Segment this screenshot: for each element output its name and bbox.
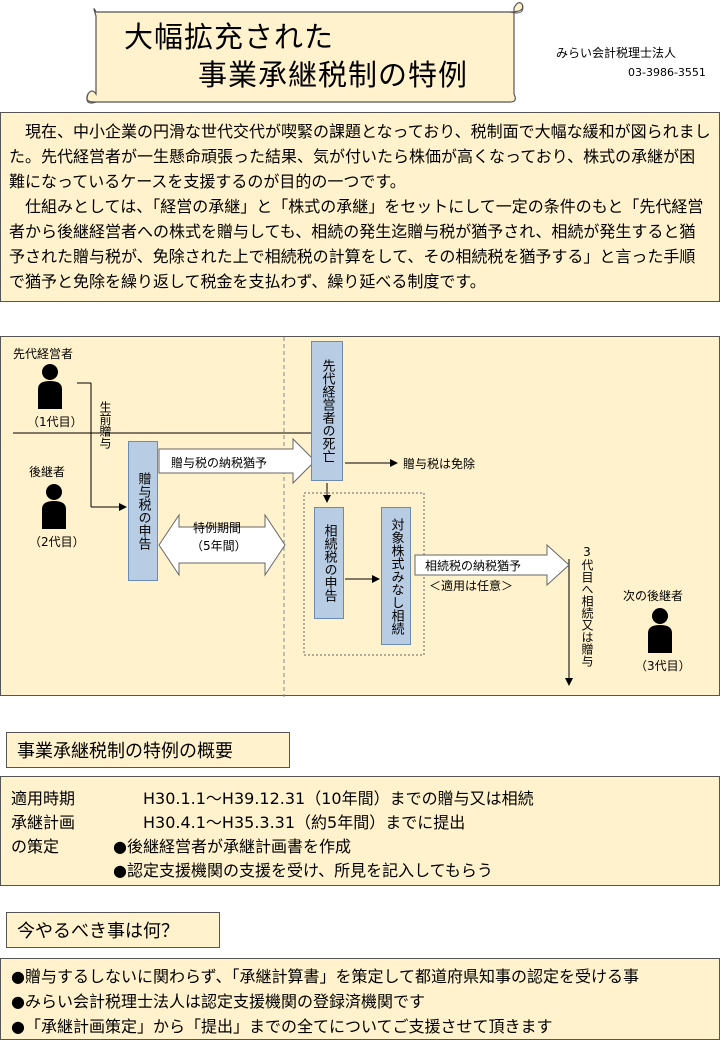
summary-value-period: H30.1.1～H39.12.31（10年間）までの贈与又は相続 xyxy=(143,789,534,808)
summary-label-period: 適用時期 xyxy=(11,789,76,808)
todo-box: ●贈与するしないに関わらず、「承継計算書」を策定して都道府県知事の認定を受ける事… xyxy=(0,958,720,1040)
firm-name: みらい会計税理士法人 xyxy=(556,46,677,60)
todo-heading: 今やるべき事は何？ xyxy=(17,921,179,942)
title-line2: 事業承継税制の特例 xyxy=(198,58,469,92)
todo-item: ●贈与するしないに関わらず、「承継計算書」を策定して都道府県知事の認定を受ける事 xyxy=(11,967,640,986)
next-successor-gen: （3代目） xyxy=(635,659,691,673)
summary-label-plan: 承継計画 xyxy=(11,813,76,832)
predecessor-person-icon xyxy=(38,364,62,409)
predecessor-gen: （1代目） xyxy=(27,415,83,429)
title-line1: 大幅拡充された xyxy=(124,20,335,54)
summary-value-plan-document: ●後継経営者が承継計画書を作成 xyxy=(113,837,351,856)
lifetime-gift-label: 生前贈与 xyxy=(98,401,112,449)
summary-value-plan: H30.4.1～H35.3.31（約5年間）までに提出 xyxy=(143,813,466,832)
todo-heading-scroll: 今やるべき事は何？ xyxy=(6,912,220,948)
gift-tax-deferral-label: 贈与税の納税猶予 xyxy=(171,456,268,470)
intro-paragraph-1: 現在、中小企業の円滑な世代交代が喫緊の課題となっており、税制面で大幅な緩和が図ら… xyxy=(9,122,711,191)
gift-tax-return-box: 贈与税の申告 xyxy=(128,441,158,581)
intro-paragraph-2: 仕組みとしては、「経営の承継」と「株式の承継」をセットにして一定の条件のもと「先… xyxy=(9,197,704,291)
todo-item: ●「承継計画策定」から「提出」までの全てについてご支援させて頂きます xyxy=(11,1017,553,1036)
optional-note: ＜適用は任意＞ xyxy=(429,579,514,593)
third-gen-path-label: 3代目へ相続又は贈与 xyxy=(580,545,594,667)
phone-number: 03-3986-3551 xyxy=(628,66,706,79)
summary-heading-scroll: 事業承継税制の特例の概要 xyxy=(6,732,290,768)
summary-value-support: ●認定支援機関の支援を受け、所見を記入してもらう xyxy=(113,861,493,880)
special-period-years: （5年間） xyxy=(191,539,247,553)
flow-lines xyxy=(13,337,573,697)
todo-item: ●みらい会計税理士法人は認定支援機関の登録済機関です xyxy=(11,992,425,1011)
successor-person-icon xyxy=(42,484,66,529)
successor-label: 後継者 xyxy=(29,465,66,479)
summary-heading: 事業承継税制の特例の概要 xyxy=(17,741,233,762)
title-scroll xyxy=(86,2,524,104)
inheritance-tax-deferral-label: 相続税の納税猶予 xyxy=(425,559,522,573)
inheritance-tax-return-box: 相続税の申告 xyxy=(314,507,344,619)
flow-diagram: 先代経営者 （1代目） 生前贈与 後継者 （2代目） 贈与税の申告 贈与税の納税… xyxy=(0,336,720,697)
summary-box: 適用時期 H30.1.1～H39.12.31（10年間）までの贈与又は相続 承継… xyxy=(0,776,720,886)
next-successor-label: 次の後継者 xyxy=(623,589,684,603)
intro-box: 現在、中小企業の円滑な世代交代が喫緊の課題となっており、税制面で大幅な緩和が図ら… xyxy=(0,112,720,302)
predecessor-death-box: 先代経営者の死亡 xyxy=(311,341,343,481)
successor-gen: （2代目） xyxy=(29,535,85,549)
next-successor-person-icon xyxy=(648,608,672,653)
deemed-inheritance-box: 対象株式みなし相続 xyxy=(381,507,411,645)
special-period-label: 特例期間 xyxy=(193,521,242,535)
gift-tax-exempt-label: 贈与税は免除 xyxy=(403,457,476,471)
summary-label-formulation: の策定 xyxy=(11,837,60,856)
predecessor-label: 先代経営者 xyxy=(13,347,74,361)
